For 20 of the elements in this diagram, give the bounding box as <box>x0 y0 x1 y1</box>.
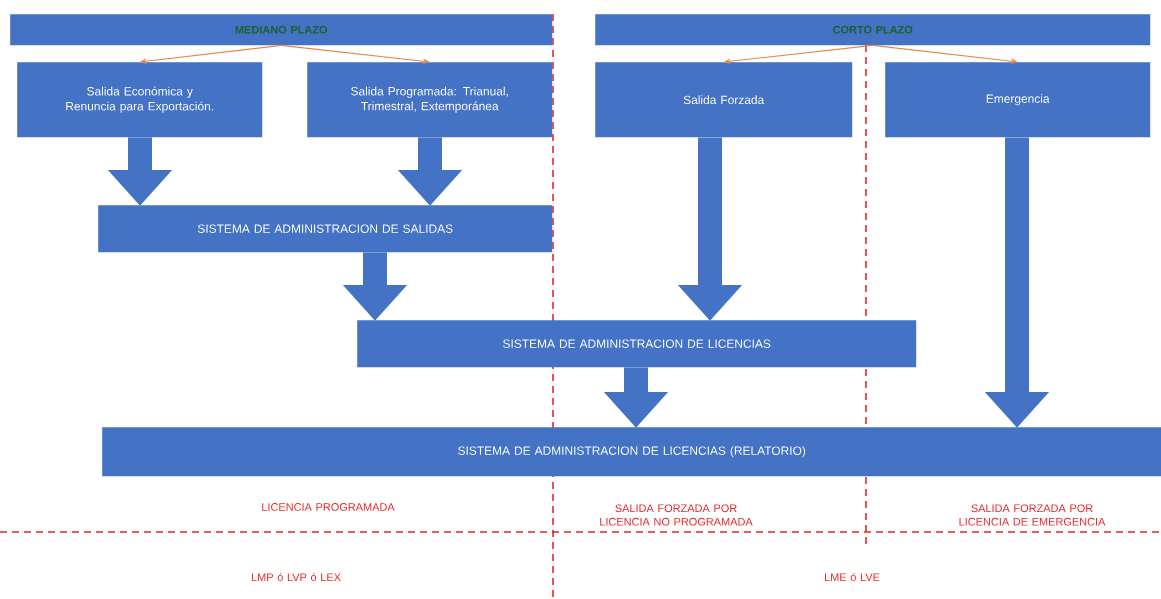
node-label: Salida Económica y Renuncia para Exportación. <box>66 86 214 113</box>
node-label: MEDIANO PLAZO <box>235 25 328 34</box>
process-box <box>885 62 1151 138</box>
note-text: LICENCIA PROGRAMADA <box>262 503 395 511</box>
node-label: Salida Programada: Trianual, Trimestral, Extemporánea <box>351 86 508 113</box>
note-text: SALIDA FORZADA POR LICENCIA DE EMERGENCIA <box>959 504 1106 526</box>
node-label: SISTEMA DE ADMINISTRACION DE SALIDAS <box>197 224 453 233</box>
process-box <box>307 62 553 138</box>
node-label: SISTEMA DE ADMINISTRACION DE LICENCIAS <box>503 339 771 348</box>
header-bar <box>595 14 1151 46</box>
header-bar <box>10 14 553 46</box>
note-text: LMP ó LVP ó LEX <box>251 572 341 582</box>
process-box <box>17 62 263 138</box>
node-label: SISTEMA DE ADMINISTRACION DE LICENCIAS (RELATORIO) <box>458 446 806 458</box>
node-label: Emergencia <box>986 94 1050 106</box>
note-text: SALIDA FORZADA POR LICENCIA NO PROGRAMADA <box>600 504 753 526</box>
node-label: Salida Forzada <box>683 95 765 105</box>
process-box <box>595 62 853 138</box>
node-label: CORTO PLAZO <box>833 25 913 34</box>
note-text: LME ó LVE <box>825 572 880 582</box>
